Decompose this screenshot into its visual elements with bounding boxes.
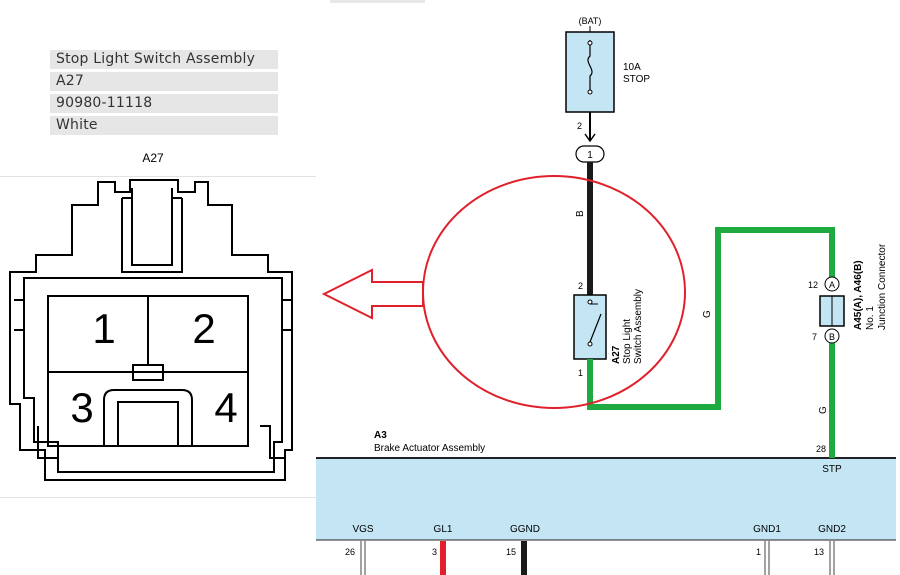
connector-name: Stop Light Switch Assembly [50,50,278,69]
terminal-ggnd-pin: 15 [506,547,516,557]
connector-pin-2: 2 [192,305,215,352]
divider-bottom [0,497,316,498]
switch-code: A27 [611,345,622,364]
terminal-vgs-pin: 26 [345,547,355,557]
connector-housing [9,179,293,481]
svg-text:B: B [829,332,835,342]
joint-pin: 1 [587,150,593,161]
top-bar [330,0,425,3]
terminal-gnd1-pin: 1 [756,547,761,557]
green-wire-label-right: G [818,406,829,414]
terminal-gnd2-label: GND2 [818,524,846,535]
switch-pin-top: 2 [578,281,583,291]
divider-top [0,176,316,177]
junction-badge-b [824,328,840,344]
switch-name-line2: Switch Assembly [633,289,644,364]
junction-pin-a: 12 [808,280,818,290]
junction-code: A45(A), A46(B) [853,260,864,330]
svg-text:A: A [829,280,835,290]
fuse-name: STOP [623,74,650,85]
fuse-rating: 10A [623,62,641,73]
connector-face-diagram: A27 1 2 3 4 [9,151,293,481]
connector-inner-housing [23,277,283,473]
connector-pin-4: 4 [214,384,237,431]
junction-name-line1: No. 1 [865,306,876,330]
junction-pin-b: 7 [812,332,817,342]
terminal-gl1-pin: 3 [432,547,437,557]
terminal-gnd1-label: GND1 [753,524,781,535]
connector-latch [121,188,183,273]
junction-badge-a [824,276,840,292]
switch-name-line1: Stop Light [622,319,633,364]
connector-pin-1: 1 [92,305,115,352]
actuator-code: A3 [374,430,387,441]
highlight-circle [422,175,686,409]
fuse-supply-label: (BAT) [579,16,602,26]
green-wire-label-top: G [702,310,713,318]
connector-part-number: 90980-11118 [50,94,278,113]
pointer-arrow [321,268,424,320]
connector-info-table: Stop Light Switch Assembly A27 90980-111… [50,50,278,138]
terminal-ggnd-label: GGND [510,524,540,535]
connector-key [103,389,193,446]
stop-light-switch [573,294,607,360]
actuator-stp-pin: 28 [816,444,826,454]
actuator-stp-label: STP [822,464,842,475]
junction-name-line2: Junction Connector [877,243,888,330]
switch-pin-bottom: 1 [578,368,583,378]
connector-view-label: A27 [142,151,164,165]
connector-color: White [50,116,278,135]
brake-actuator-body [316,458,896,540]
terminal-vgs-label: VGS [352,524,373,535]
fuse-pin: 2 [577,121,582,131]
actuator-name: Brake Actuator Assembly [374,443,485,454]
green-wire [587,227,835,410]
terminal-wires [360,541,835,575]
terminal-gl1-label: GL1 [434,524,453,535]
fuse-element [587,40,593,90]
terminal-gnd2-pin: 13 [814,547,824,557]
connector-pin-3: 3 [70,384,93,431]
black-wire-label: B [575,210,586,217]
connector-code: A27 [50,72,278,91]
